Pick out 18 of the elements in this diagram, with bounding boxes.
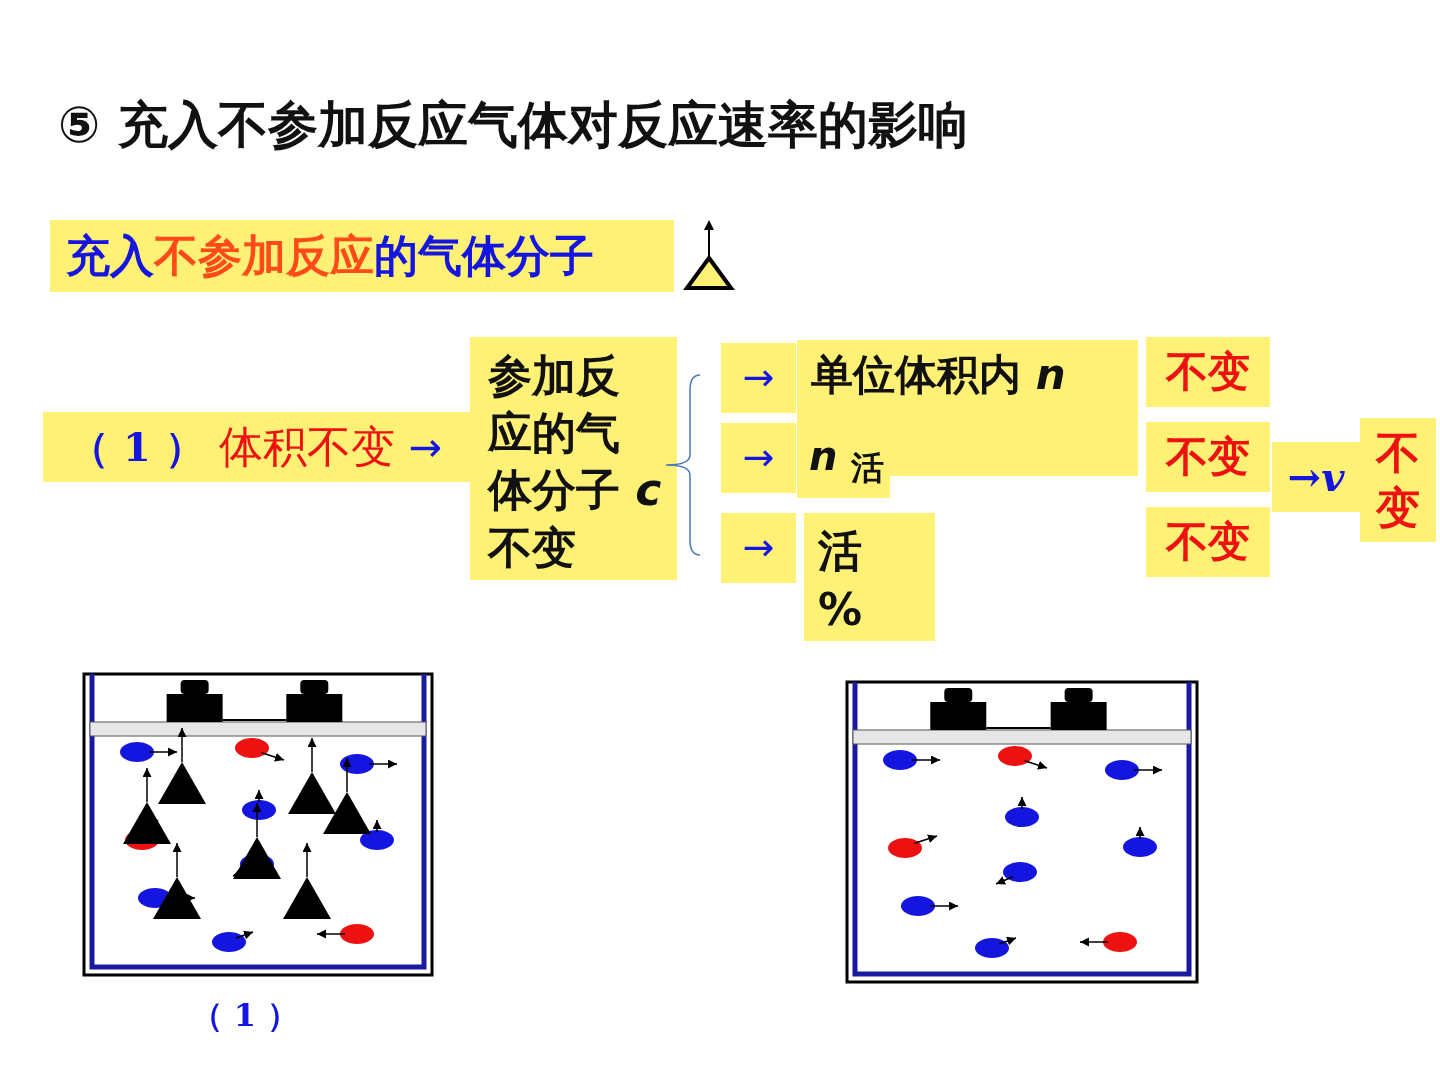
slide-title: ⑤ 充入不参加反应气体对反应速率的影响 (58, 95, 968, 156)
highlighted-text: 的气体分子 (374, 228, 594, 283)
arrow-text: → (721, 513, 796, 583)
figure-caption: （ 1 ） (190, 994, 300, 1036)
arrow-text: →v (1272, 442, 1360, 512)
highlighted-text: 不参加反应 (154, 228, 374, 283)
arrow-text: → (408, 424, 443, 470)
highlighted-text: （ 1 ） (69, 421, 205, 472)
result-text: 不变 (1146, 337, 1270, 407)
concept-text: 活 % (804, 513, 935, 641)
arrow-text: → (721, 423, 796, 493)
result-text: 不变 (1360, 418, 1436, 542)
concept-text: 参加反应的气体分子 c 不变 (470, 337, 677, 580)
highlighted-text: 体积不变 (218, 419, 395, 474)
result-text: 不变 (1146, 507, 1270, 577)
result-text: 不变 (1146, 422, 1270, 492)
arrow-text: 充入 (66, 228, 154, 283)
arrow-text: → (721, 343, 796, 413)
